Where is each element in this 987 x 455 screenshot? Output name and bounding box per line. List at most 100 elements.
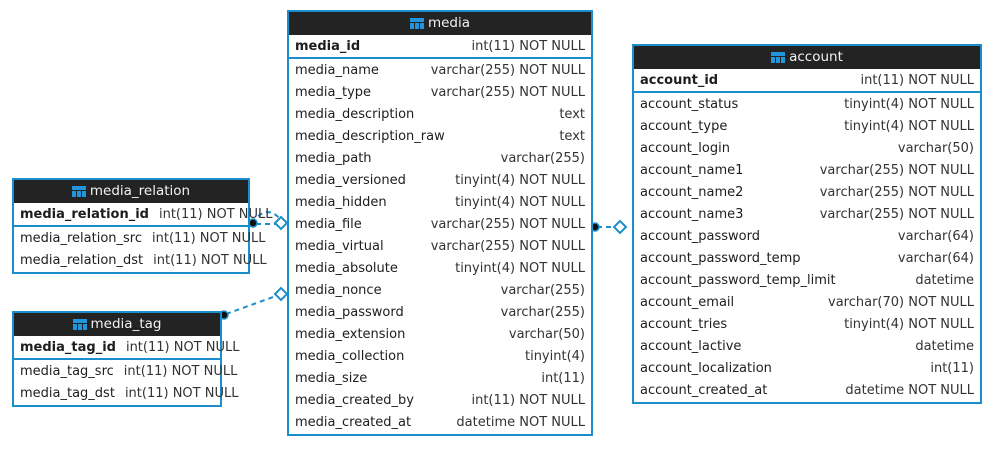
field-type: int(11) NOT NULL [124,385,239,401]
field-type: tinyint(4) [524,348,585,364]
table-field: account_localization int(11) [634,357,980,379]
field-name: media_relation_src [20,230,143,246]
field-type: text [559,128,585,144]
relationship-target-diamond-icon [612,219,628,235]
field-name: media_extension [295,326,406,342]
field-type: varchar(50) [508,326,585,342]
entity-header-media[interactable]: media [289,12,591,35]
field-name: account_email [640,294,735,310]
field-type: int(11) NOT NULL [158,206,273,222]
field-name: account_created_at [640,382,768,398]
relationship-media-to-account[interactable] [590,219,628,235]
field-type: text [559,106,585,122]
field-type: int(11) [541,370,585,386]
field-name: media_file [295,216,362,232]
table-field: media_virtual varchar(255) NOT NULL [289,235,591,257]
relationship-media_tag-to-media[interactable] [219,286,289,320]
entity-name: media [427,15,471,31]
field-name: media_description [295,106,415,122]
entity-header-media_tag[interactable]: media_tag [14,313,220,336]
field-name: account_name2 [640,184,744,200]
field-type: varchar(255) [500,282,585,298]
relationship-target-diamond-icon [273,286,289,302]
relationship-line [225,295,277,315]
field-name: media_virtual [295,238,384,254]
field-name: media_versioned [295,172,406,188]
table-field: account_type tinyint(4) NOT NULL [634,115,980,137]
field-name: media_collection [295,348,405,364]
table-field: media_relation_src int(11) NOT NULL [14,227,266,249]
field-name: media_relation_dst [20,252,144,268]
field-type: tinyint(4) NOT NULL [844,118,974,134]
entity-header-media_relation[interactable]: media_relation [14,180,248,203]
field-name: media_hidden [295,194,387,210]
field-type: varchar(255) NOT NULL [430,238,585,254]
field-name: media_relation_id [20,206,149,222]
entity-name: media_relation [89,183,191,199]
field-name: account_localization [640,360,772,376]
field-name: media_id [295,38,361,54]
field-name: account_login [640,140,730,156]
field-name: account_type [640,118,728,134]
field-name: media_tag_id [20,339,116,355]
field-type: varchar(255) NOT NULL [819,184,974,200]
table-icon [771,52,786,63]
field-type: tinyint(4) NOT NULL [844,316,974,332]
field-type: datetime NOT NULL [845,382,974,398]
table-field: account_created_at datetime NOT NULL [634,379,980,401]
field-type: datetime [915,272,974,288]
table-icon [409,18,424,29]
field-name: media_size [295,370,368,386]
field-name: media_absolute [295,260,398,276]
table-field: media_relation_dst int(11) NOT NULL [14,249,267,271]
field-type: int(11) NOT NULL [471,392,585,408]
relationship-target-diamond-icon [273,215,289,231]
field-type: varchar(255) NOT NULL [430,84,585,100]
field-type: int(11) [930,360,974,376]
field-type: varchar(255) NOT NULL [819,206,974,222]
entity-header-account[interactable]: account [634,46,980,69]
field-name: media_tag_src [20,363,114,379]
field-type: tinyint(4) NOT NULL [455,194,585,210]
field-name: account_status [640,96,739,112]
field-type: int(11) NOT NULL [153,252,267,268]
field-type: varchar(255) NOT NULL [430,216,585,232]
table-field: media_description text [289,103,591,125]
field-type: int(11) NOT NULL [152,230,266,246]
field-type: tinyint(4) NOT NULL [455,260,585,276]
table-field: account_name2 varchar(255) NOT NULL [634,181,980,203]
table-field: media_collection tinyint(4) [289,345,591,367]
field-name: account_password_temp_limit [640,272,836,288]
field-name: account_lactive [640,338,742,354]
field-name: media_created_at [295,414,412,430]
table-icon [72,319,87,330]
field-type: varchar(64) [897,228,974,244]
